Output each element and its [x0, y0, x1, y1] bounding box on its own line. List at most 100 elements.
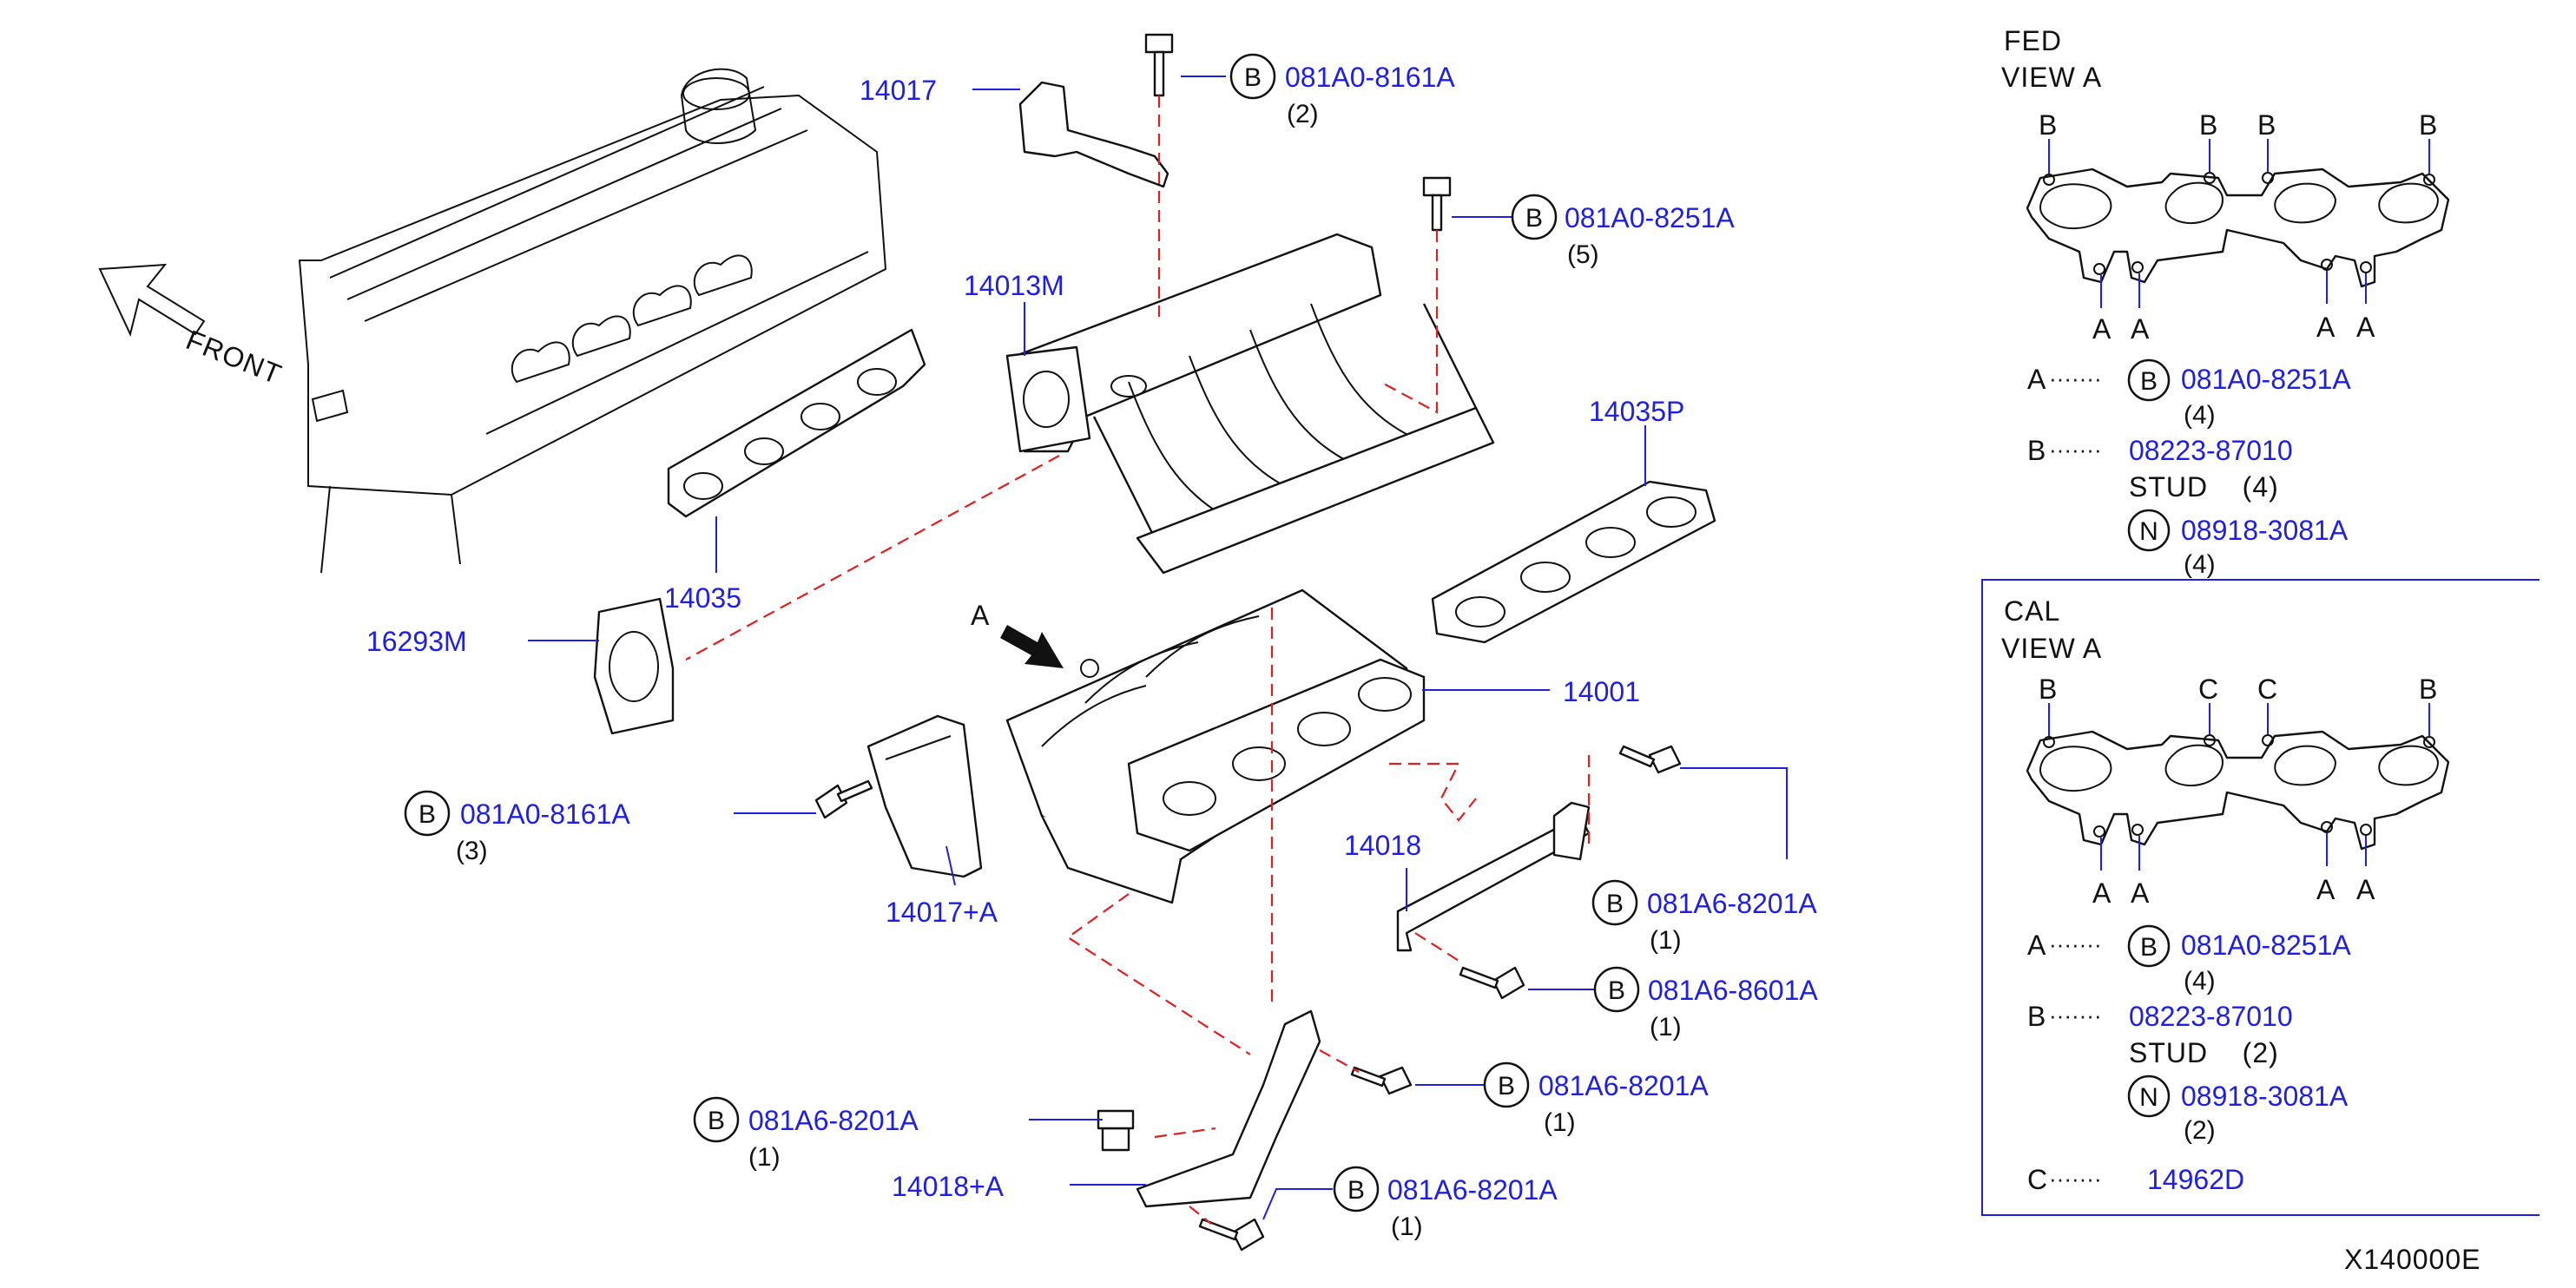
intake-manifold-14001 — [1005, 588, 1426, 904]
svg-text:A: A — [2027, 930, 2046, 961]
svg-text:08223-87010: 08223-87010 — [2129, 435, 2293, 466]
view-a-label: A — [971, 600, 990, 631]
svg-text:081A6-8601A: 081A6-8601A — [1648, 975, 1818, 1006]
svg-text:A: A — [2316, 312, 2336, 343]
svg-text:(2): (2) — [2184, 1116, 2216, 1145]
svg-text:B: B — [418, 800, 436, 829]
svg-text:(1): (1) — [1650, 1013, 1682, 1042]
intake-collector-14013m — [1005, 233, 1495, 575]
svg-text:(1): (1) — [1544, 1108, 1576, 1137]
bracket-14018-a — [1136, 1009, 1321, 1208]
svg-text:A: A — [2356, 312, 2375, 343]
svg-text:(4): (4) — [2184, 967, 2216, 996]
svg-text:B: B — [1347, 1176, 1365, 1205]
part-label-14035p: 14035P — [1589, 396, 1684, 427]
svg-text:A: A — [2092, 313, 2112, 345]
leader-lines — [528, 76, 1788, 1220]
svg-text:(2): (2) — [1287, 100, 1319, 128]
svg-text:081A0-8251A: 081A0-8251A — [1565, 202, 1735, 233]
svg-text:C: C — [2257, 674, 2278, 705]
fed-view-panel: FED VIEW A B B B B A A A A A ······· B 0… — [2001, 25, 2450, 579]
cal-view-panel: CAL VIEW A B C C B A A A A A ······· B 0… — [1981, 579, 2540, 1216]
svg-text:B: B — [2039, 109, 2058, 141]
svg-text:C: C — [2027, 1164, 2048, 1195]
svg-text:B: B — [1606, 890, 1624, 918]
svg-text:B: B — [708, 1107, 725, 1135]
svg-text:081A0-8161A: 081A0-8161A — [1285, 62, 1455, 93]
bolt-callout: B 081A6-8201A (1) — [1591, 879, 1817, 955]
cal-view-title: VIEW A — [2001, 633, 2102, 664]
svg-text:A: A — [2131, 877, 2150, 909]
svg-text:·······: ······· — [2049, 437, 2102, 463]
svg-text:C: C — [2198, 674, 2219, 705]
svg-text:STUD (4): STUD (4) — [2129, 471, 2279, 503]
bolt-callout: B 081A0-8161A (2) — [1229, 53, 1455, 128]
part-label-14035: 14035 — [664, 582, 741, 614]
fed-gasket-outline — [2026, 168, 2450, 288]
svg-text:14962D: 14962D — [2147, 1164, 2244, 1195]
svg-text:B: B — [2199, 109, 2218, 141]
svg-text:B: B — [2419, 109, 2438, 141]
svg-text:08918-3081A: 08918-3081A — [2181, 515, 2349, 546]
gasket-14035 — [667, 328, 926, 518]
svg-text:(1): (1) — [748, 1143, 781, 1172]
svg-text:B: B — [1608, 976, 1625, 1005]
svg-text:·······: ······· — [2049, 1166, 2102, 1192]
bracket-14017-a — [866, 714, 983, 878]
cal-title: CAL — [2004, 595, 2060, 627]
svg-text:081A6-8201A: 081A6-8201A — [1647, 888, 1817, 919]
svg-text:·······: ······· — [2049, 365, 2102, 391]
bracket-14018 — [1396, 801, 1591, 952]
svg-text:N: N — [2139, 1083, 2158, 1112]
svg-text:·······: ······· — [2049, 1002, 2102, 1028]
svg-text:08223-87010: 08223-87010 — [2129, 1001, 2293, 1032]
alignment-guides — [685, 95, 1591, 1225]
bolt-callout: B 081A6-8201A (1) — [693, 1096, 919, 1172]
svg-text:081A0-8251A: 081A0-8251A — [2181, 364, 2351, 395]
svg-text:B: B — [1498, 1072, 1515, 1101]
svg-text:A: A — [2316, 874, 2336, 905]
svg-text:B: B — [2027, 1001, 2046, 1032]
part-label-16293m: 16293M — [366, 626, 467, 657]
gasket-14035p — [1431, 480, 1716, 644]
bolt-callout: B 081A6-8201A (1) — [1483, 1061, 1709, 1137]
part-label-14017: 14017 — [860, 75, 937, 106]
svg-text:A: A — [2131, 313, 2150, 345]
bolt-callout: B 081A6-8201A (1) — [1333, 1166, 1558, 1241]
front-label: FRONT — [181, 324, 286, 391]
svg-text:(4): (4) — [2184, 401, 2216, 430]
svg-text:B: B — [2419, 674, 2438, 705]
svg-text:081A6-8201A: 081A6-8201A — [748, 1105, 919, 1136]
svg-text:(5): (5) — [1567, 240, 1599, 269]
bolt-callout: B 081A0-8161A (3) — [404, 790, 630, 865]
svg-text:N: N — [2139, 517, 2158, 546]
fed-title: FED — [2004, 25, 2062, 56]
svg-text:B: B — [2039, 674, 2058, 705]
svg-text:081A6-8201A: 081A6-8201A — [1387, 1174, 1558, 1206]
view-a-arrow-icon — [1000, 625, 1064, 668]
part-label-14001: 14001 — [1563, 676, 1640, 707]
svg-text:A: A — [2092, 877, 2112, 909]
svg-text:(1): (1) — [1650, 926, 1682, 955]
part-label-14018: 14018 — [1344, 830, 1421, 861]
part-label-14018a: 14018+A — [892, 1171, 1005, 1202]
bolt-icon — [814, 33, 1682, 1252]
svg-text:08918-3081A: 08918-3081A — [2181, 1081, 2349, 1112]
svg-text:081A6-8201A: 081A6-8201A — [1538, 1070, 1709, 1101]
part-label-14013m: 14013M — [964, 270, 1064, 301]
drawing-code: X140000E — [2344, 1244, 2480, 1275]
svg-text:·······: ······· — [2049, 931, 2102, 957]
svg-text:(3): (3) — [456, 837, 488, 865]
svg-text:B: B — [1244, 63, 1262, 92]
part-label-14017a: 14017+A — [886, 897, 998, 928]
svg-text:B: B — [2140, 367, 2158, 396]
cal-gasket-outline — [2026, 730, 2450, 851]
front-arrow-icon — [98, 263, 206, 337]
svg-text:(1): (1) — [1391, 1212, 1423, 1241]
svg-text:B: B — [2027, 435, 2046, 466]
engine-illustration — [298, 68, 887, 574]
bolt-callout: B 081A6-8601A (1) — [1593, 966, 1818, 1042]
fed-view-title: VIEW A — [2001, 62, 2102, 93]
svg-text:A: A — [2356, 874, 2375, 905]
